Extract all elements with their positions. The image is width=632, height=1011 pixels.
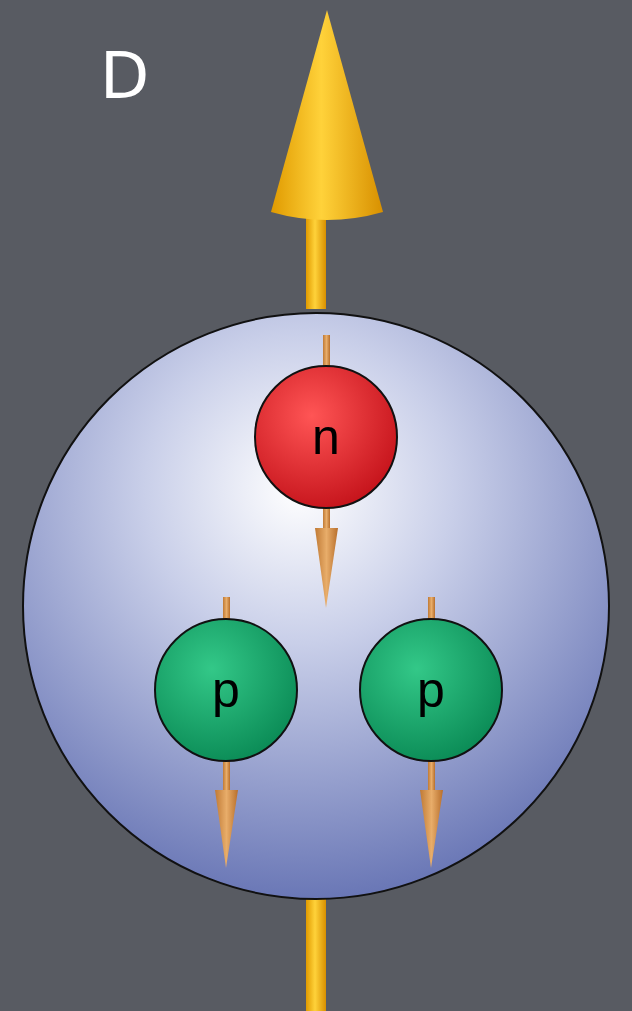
neutron-node: n	[254, 365, 398, 509]
proton-node: p	[359, 618, 503, 762]
spin-arrow-shaft	[306, 205, 326, 309]
proton-node: p	[154, 618, 298, 762]
neutron-symbol: n	[312, 412, 340, 462]
proton-symbol: p	[212, 665, 240, 715]
proton-symbol: p	[417, 665, 445, 715]
nucleon-spin-arrows	[215, 335, 443, 868]
nucleus-sphere	[23, 313, 609, 899]
slide-label: D	[100, 44, 149, 108]
spin-arrowhead	[271, 10, 383, 220]
